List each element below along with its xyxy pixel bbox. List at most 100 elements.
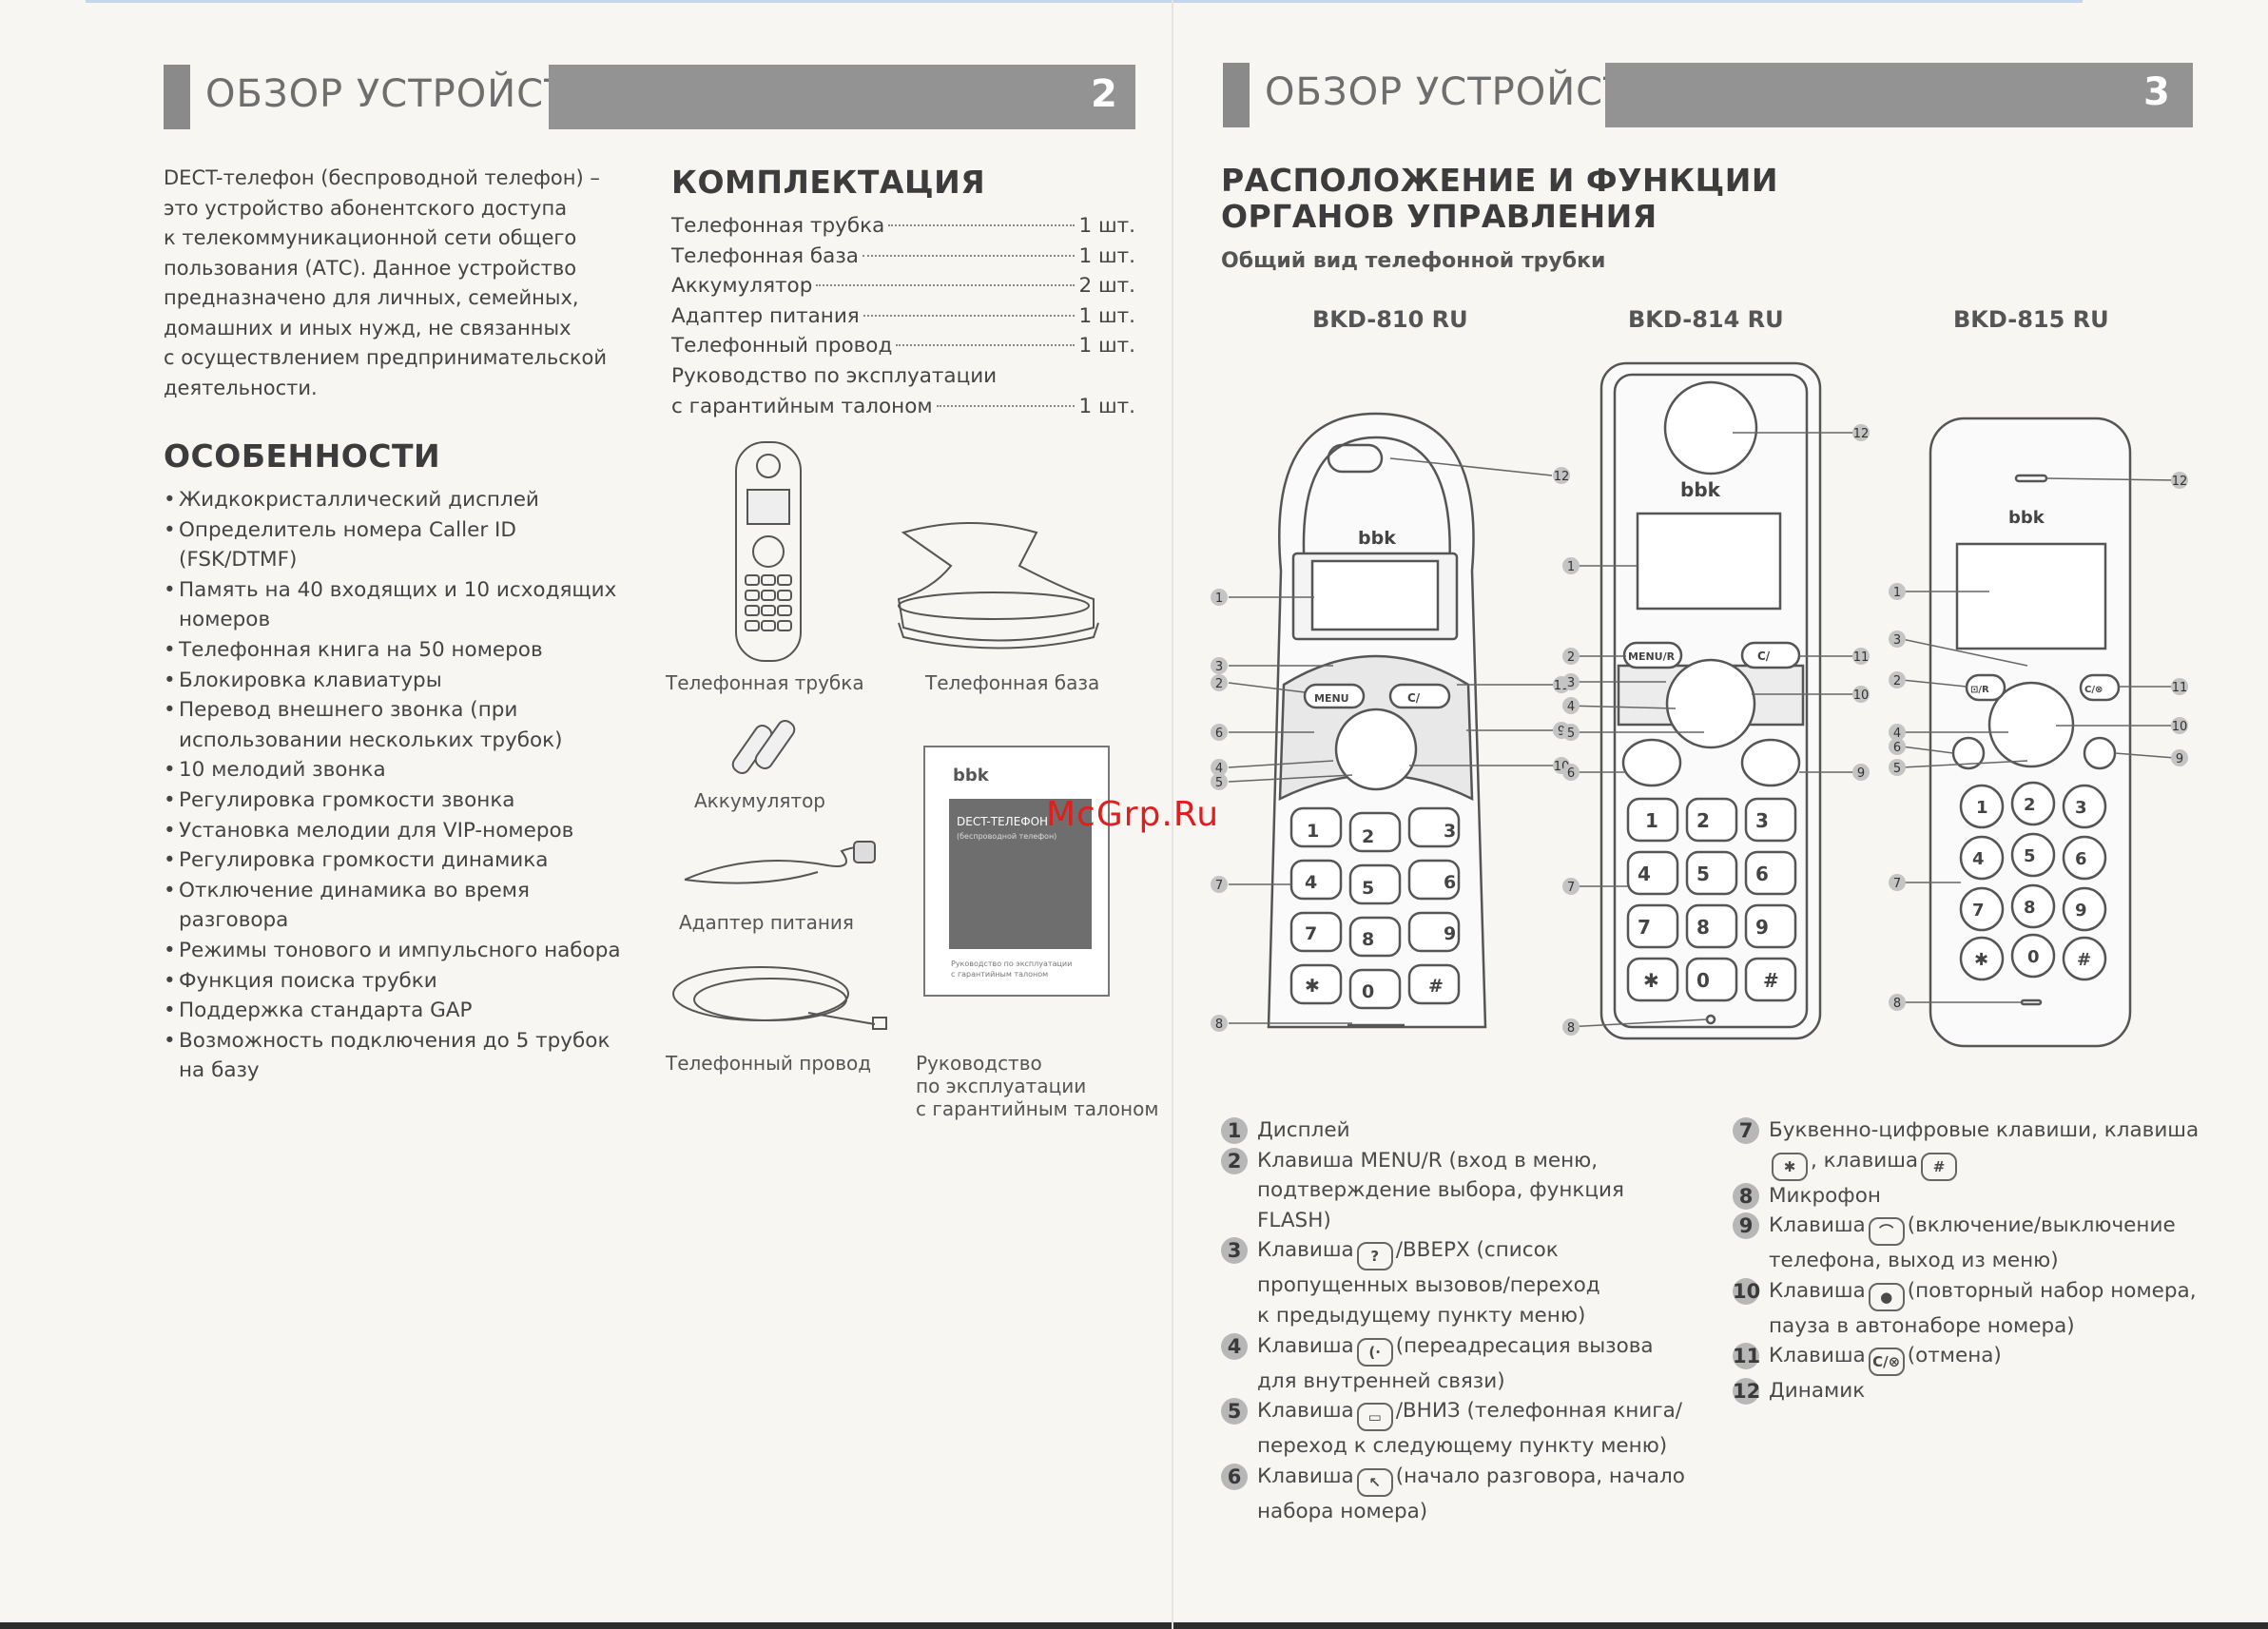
booklet-brand: bbk (953, 766, 990, 785)
feature-item: Регулировка громкости звонка (164, 785, 639, 816)
intro-paragraph: DECT-телефон (беспроводной телефон) – эт… (164, 164, 639, 403)
page-spine (1172, 0, 1173, 1629)
feature-item: Установка мелодии для VIP-номеров (164, 816, 639, 846)
key-label: 2 (2024, 795, 2036, 815)
features-list: Жидкокристаллический дисплей Определител… (164, 485, 639, 1086)
caption-manual: Руководство по эксплуатации с гарантийны… (916, 1052, 1159, 1120)
svg-text:5: 5 (1215, 776, 1223, 790)
intro-line: пользования (АТС). Данное устройство (164, 256, 577, 280)
feature-item: Блокировка клавиатуры (164, 666, 639, 696)
feature-item: Жидкокристаллический дисплей (164, 485, 639, 515)
cord-drawing (672, 966, 887, 1030)
svg-text:11: 11 (2172, 681, 2188, 695)
features-title: ОСОБЕННОСТИ (164, 437, 441, 475)
feature-item: Возможность подключения до 5 трубок на б… (164, 1026, 639, 1086)
key-label: 0 (2027, 947, 2040, 967)
key-label: 4 (1305, 872, 1317, 893)
phone-brand: bbk (2008, 508, 2045, 528)
svg-text:12: 12 (2172, 475, 2188, 489)
svg-text:7: 7 (1215, 879, 1223, 893)
intro-line: домашних и иных нужд, не связанных (164, 316, 572, 339)
key-label: # (2077, 950, 2091, 970)
svg-text:12: 12 (1554, 470, 1570, 484)
caption-base: Телефонная база (925, 671, 1100, 694)
key-label: 1 (1307, 821, 1319, 842)
feature-item: Отключение динамика во время разговора (164, 876, 639, 936)
svg-text:6: 6 (1215, 727, 1223, 741)
svg-text:12: 12 (1853, 427, 1870, 441)
kit-illustrations: bbk DECT-ТЕЛЕФОН (беспроводной телефон) … (672, 441, 1110, 1030)
svg-text:5: 5 (1893, 762, 1901, 776)
svg-text:8: 8 (1567, 1021, 1575, 1036)
svg-text:9: 9 (2176, 752, 2183, 766)
key-icon: # (1921, 1152, 1958, 1181)
key-label: 7 (1972, 901, 1985, 921)
phone-815 (1929, 417, 2132, 1048)
feature-item: Режимы тонового и импульсного набора (164, 936, 639, 966)
svg-text:4: 4 (1893, 727, 1901, 741)
key-label: ✱ (1974, 950, 1988, 970)
feature-item: Перевод внешнего звонка (при использован… (164, 695, 639, 755)
svg-text:1: 1 (1893, 586, 1901, 600)
right-page: ОБЗОР УСТРОЙСТВА 3 РАСПОЛОЖЕНИЕ И ФУНКЦИ… (1172, 0, 2268, 1629)
model-label-810: BKD-810 RU (1312, 306, 1468, 333)
svg-text:1: 1 (1215, 591, 1223, 606)
header-band (1605, 63, 2193, 127)
subtitle: Общий вид телефонной трубки (1221, 249, 1606, 273)
key-label: # (1763, 969, 1779, 992)
key-label: 3 (2075, 798, 2087, 818)
svg-text:2: 2 (1567, 650, 1575, 665)
kit-row: Руководство по эксплуатации (671, 363, 998, 388)
key-label: 6 (2075, 849, 2087, 869)
svg-text:7: 7 (1567, 881, 1575, 895)
leader-lines (1228, 432, 2176, 1028)
key-icon: C/⊗ (1868, 1348, 1905, 1377)
feature-item: Поддержка стандарта GAP (164, 996, 639, 1026)
key-label: MENU/R (1628, 650, 1676, 663)
key-label: 5 (1696, 863, 1710, 885)
svg-text:8: 8 (1893, 997, 1901, 1011)
svg-text:2: 2 (1893, 674, 1901, 688)
key-label: 0 (1696, 969, 1710, 992)
key-label: 9 (1444, 923, 1456, 944)
base-drawing (897, 522, 1099, 650)
key-label: 6 (1444, 872, 1456, 893)
page-number: 2 (1091, 72, 1117, 116)
key-label: ⊡/R (1970, 685, 1989, 695)
key-label: 8 (2024, 898, 2036, 918)
key-label: 8 (1362, 929, 1374, 950)
right-header: ОБЗОР УСТРОЙСТВА 3 (1223, 63, 2193, 127)
key-icon: ● (1868, 1282, 1905, 1311)
caption-cord: Телефонный провод (666, 1052, 872, 1075)
svg-text:4: 4 (1567, 700, 1575, 714)
intro-line: деятельности. (164, 376, 318, 399)
key-label: 5 (1362, 878, 1374, 899)
key-icon: ↖ (1356, 1467, 1393, 1497)
svg-text:2: 2 (1215, 677, 1223, 691)
key-icon: ▭ (1356, 1403, 1393, 1432)
key-icon: ✱ (1772, 1152, 1808, 1181)
svg-text:5: 5 (1567, 727, 1575, 741)
key-icon: ? (1356, 1242, 1393, 1271)
svg-text:6: 6 (1893, 741, 1901, 755)
key-label: 6 (1755, 863, 1769, 885)
booklet-footer: Руководство по эксплуатации (951, 960, 1072, 968)
intro-line: к телекоммуникационной сети общего (164, 226, 577, 249)
intro-line: с осуществлением предпринимательской (164, 346, 608, 369)
svg-text:6: 6 (1567, 766, 1575, 781)
booklet-drawing: bbk DECT-ТЕЛЕФОН (беспроводной телефон) … (923, 746, 1110, 997)
key-label: 2 (1362, 826, 1374, 847)
header-band (549, 65, 1135, 129)
